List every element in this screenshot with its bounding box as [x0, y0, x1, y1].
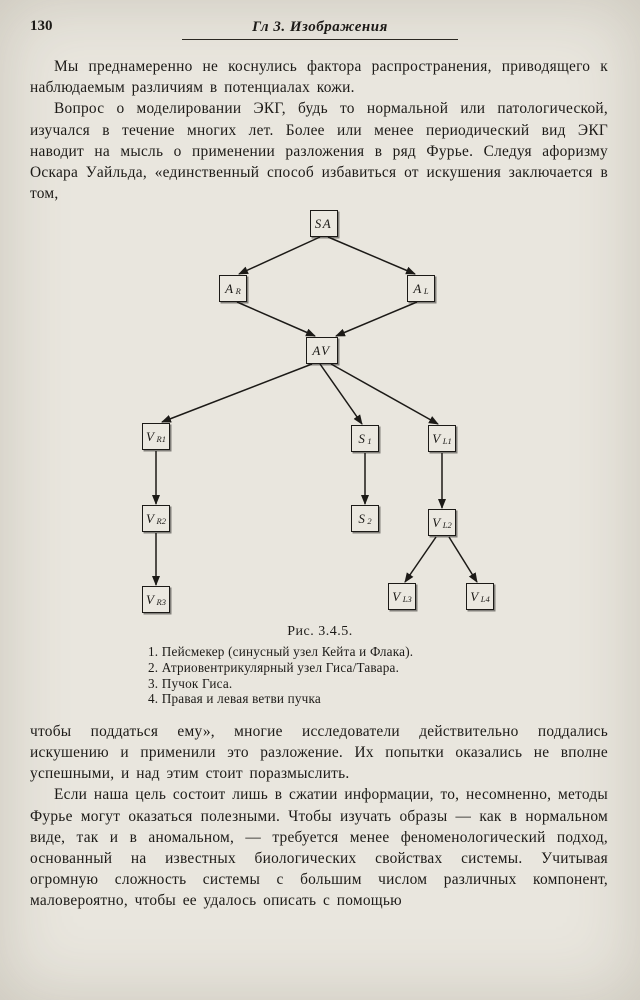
- upper-text-block: Мы преднамеренно не коснулись фактора ра…: [0, 56, 640, 204]
- legend-item: 4. Правая и левая ветви пучка: [148, 691, 321, 707]
- node-label: A: [413, 281, 423, 297]
- node-label: S: [358, 431, 367, 447]
- node-label: S: [358, 511, 367, 527]
- node-subscript: L1: [442, 435, 452, 446]
- node-label: SA: [314, 216, 333, 232]
- chapter-title: Гл 3. Изображения: [182, 19, 458, 40]
- node-subscript: 1: [367, 435, 372, 446]
- node-subscript: R3: [156, 596, 166, 607]
- legend-item: 2. Атриовентрикулярный узел Гиса/Тавара.: [148, 660, 400, 676]
- node-label: V: [146, 429, 156, 445]
- node-label: V: [392, 589, 402, 605]
- node-subscript: 2: [367, 515, 372, 526]
- node-subscript: R1: [156, 433, 166, 444]
- page-number: 130: [30, 18, 53, 34]
- node-label: A: [225, 281, 235, 297]
- node-subscript: R: [235, 285, 241, 296]
- paragraph: чтобы поддаться ему», многие исследовате…: [30, 722, 608, 783]
- figure-caption: Рис. 3.4.5.: [287, 624, 353, 640]
- figure-legend: 1. Пейсмекер (синусный узел Кейта и Флак…: [148, 644, 640, 706]
- legend-item: 3. Пучок Гиса.: [148, 675, 233, 691]
- lower-text-block: чтобы поддаться ему», многие исследовате…: [0, 721, 640, 912]
- paragraph: Если наша цель состоит лишь в сжатии инф…: [30, 786, 608, 910]
- node-label: AV: [312, 343, 331, 359]
- legend-item: 1. Пейсмекер (синусный узел Кейта и Флак…: [148, 644, 414, 660]
- diagram-node-sa: SA: [310, 210, 338, 238]
- node-label: V: [432, 431, 442, 447]
- node-subscript: L: [423, 285, 429, 296]
- node-label: V: [146, 511, 156, 527]
- page-header: 130 Гл 3. Изображения: [0, 0, 640, 44]
- paragraph: Вопрос о моделировании ЭКГ, будь то норм…: [30, 100, 608, 203]
- node-subscript: L4: [480, 593, 490, 604]
- diagram-node-av: AV: [306, 337, 338, 365]
- node-label: V: [470, 589, 480, 605]
- paragraph: Мы преднамеренно не коснулись фактора ра…: [30, 58, 608, 97]
- node-subscript: L3: [402, 593, 412, 604]
- node-subscript: R2: [156, 515, 166, 526]
- node-subscript: L2: [442, 519, 452, 530]
- diagram-arrows: [152, 236, 478, 587]
- node-label: V: [146, 592, 156, 608]
- node-label: V: [432, 515, 442, 531]
